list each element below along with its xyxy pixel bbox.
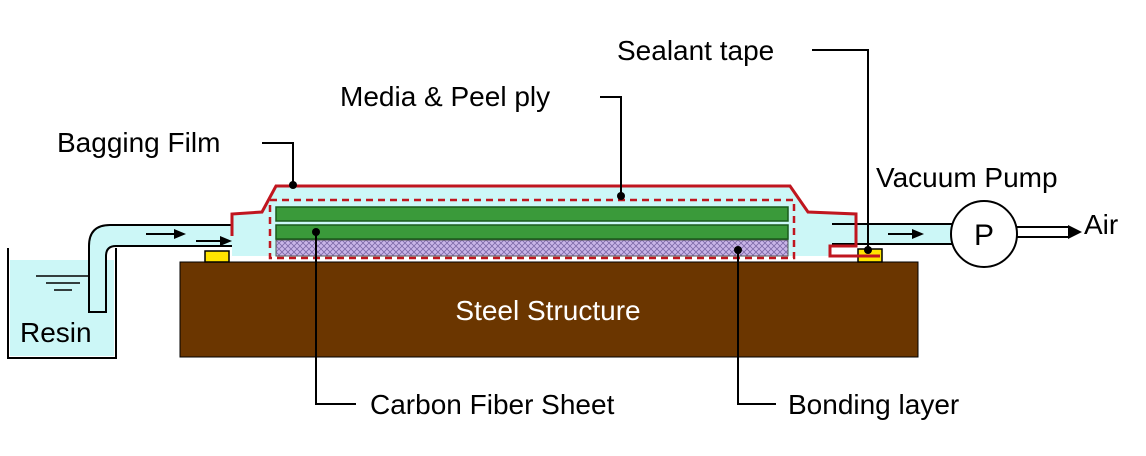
steel-structure — [179, 261, 919, 358]
outlet-flow-arrow — [888, 229, 924, 239]
bonding-layer-label: Bonding layer — [788, 389, 959, 420]
bonding-layer-dot — [734, 246, 742, 254]
carbon-fiber-sheet-leader — [315, 232, 356, 405]
resin-label: Resin — [20, 317, 92, 348]
bagging-film-dot — [289, 181, 297, 189]
bonding-layer — [275, 239, 789, 257]
air-label: Air — [1084, 209, 1118, 240]
carbon-fiber-sheet-dot — [312, 228, 320, 236]
sealant-tape-leader — [812, 49, 869, 250]
vacuum-pump — [950, 200, 1018, 268]
steel-structure-label: Steel Structure — [455, 295, 640, 326]
air-exhaust-arrow — [1017, 225, 1082, 239]
media-peel-ply — [268, 198, 796, 260]
sealant-tape-left — [204, 250, 230, 263]
media-peel-ply-dot — [617, 192, 625, 200]
inlet-flow-arrow — [146, 229, 186, 239]
carbon-fiber-sheet-label: Carbon Fiber Sheet — [370, 389, 615, 420]
bag-flow-arrow — [196, 236, 232, 246]
bagging-film-leader — [262, 142, 294, 182]
carbon-fiber-sheet-upper — [275, 206, 789, 222]
bagging-film — [230, 184, 880, 258]
carbon-fiber-sheet-lower — [275, 224, 789, 240]
pump-symbol: P — [974, 219, 994, 252]
bagging-film-label: Bagging Film — [57, 127, 220, 158]
bonding-layer-leader — [737, 250, 776, 405]
media-peel-ply-label: Media & Peel ply — [340, 81, 550, 112]
media-peel-ply-leader — [600, 96, 622, 194]
sealant-tape-label: Sealant tape — [617, 35, 774, 66]
sealant-tape-dot — [864, 246, 872, 254]
vacuum-pump-label: Vacuum Pump — [876, 162, 1058, 193]
